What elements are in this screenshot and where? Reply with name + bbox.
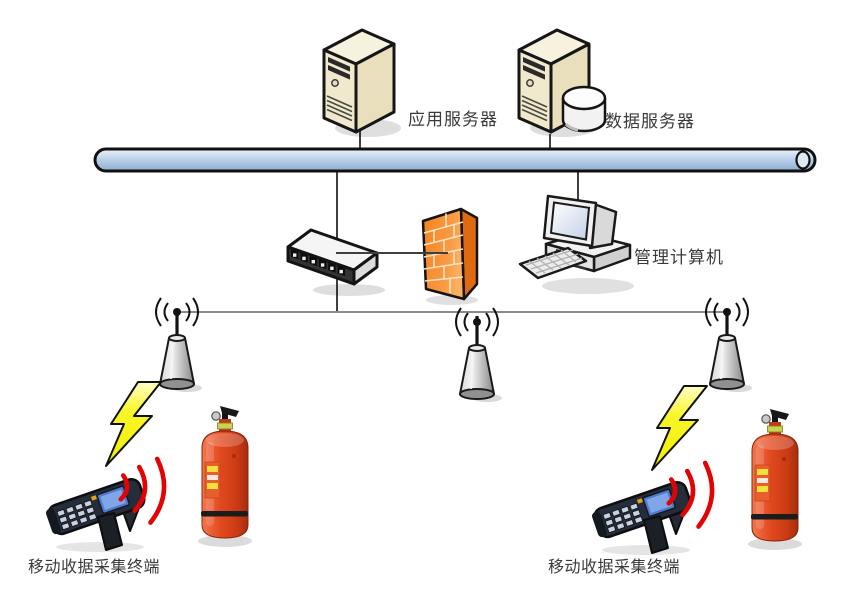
fire-extinguisher-icon [748, 409, 802, 550]
handheld-terminal-icon [592, 480, 692, 555]
connector-app-server-bus [359, 131, 361, 151]
network-bus [93, 147, 817, 173]
shadow [542, 278, 634, 294]
shadow [313, 284, 385, 296]
label-management-computer: 管理计算机 [634, 248, 724, 267]
handheld-terminal-icon [46, 477, 146, 552]
application-server-icon [322, 28, 401, 137]
radio-waves [455, 307, 499, 337]
connector-bus-computer [577, 170, 579, 208]
label-mobile-terminal-left: 移动收据采集终端 [28, 559, 161, 576]
wireless-antenna-icon [455, 307, 502, 402]
pistol-grip [97, 512, 123, 551]
network-switch-icon [286, 228, 385, 296]
extinguisher-band [751, 514, 798, 520]
database-cylinder-icon [561, 85, 607, 133]
desktop-computer-icon [518, 194, 634, 294]
switch-ports [291, 249, 345, 276]
radio-waves [705, 297, 749, 327]
label-application-server: 应用服务器 [408, 110, 498, 129]
terminal-keypad [602, 503, 643, 533]
label-data-server: 数据服务器 [605, 112, 695, 131]
lightning-bolt-icon [651, 385, 708, 471]
monitor-screen [549, 201, 591, 241]
keyboard [518, 246, 588, 280]
lightning-bolt-icon [105, 381, 162, 467]
rf-signal-arcs-icon [118, 456, 167, 525]
rf-signal-arcs-icon [666, 460, 715, 529]
label-mobile-terminal-right: 移动收据采集终端 [548, 559, 681, 576]
connector-antenna-line [177, 311, 727, 313]
radio-waves [155, 297, 199, 327]
connector-data-server-bus [549, 134, 551, 151]
wireless-antenna-icon [705, 297, 752, 392]
fire-extinguisher-icon [198, 406, 252, 547]
wireless-antenna-icon [155, 297, 202, 392]
connector-switch-firewall [336, 252, 448, 254]
keyboard-keys [525, 249, 583, 274]
extinguisher-band [201, 511, 248, 517]
terminal-keypad [56, 500, 97, 530]
pistol-grip [643, 515, 669, 554]
firewall-brick-icon [421, 207, 479, 305]
